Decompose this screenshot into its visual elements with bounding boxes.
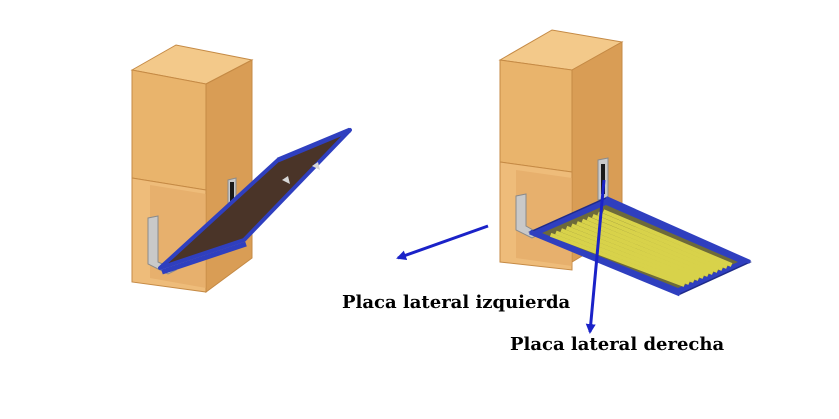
left-cabinet-front-upper	[131, 69, 207, 191]
left-figure-bracket-left	[147, 215, 178, 275]
bed-slat	[597, 211, 728, 269]
bed-slat	[581, 218, 714, 275]
label-right-side-plate: Placa lateral derecha	[510, 334, 725, 355]
bed-slat	[570, 223, 705, 279]
right-bed-frame	[528, 196, 752, 297]
right-cabinet-front-upper	[499, 59, 573, 173]
bed-slat	[586, 216, 719, 273]
bed-slat	[565, 225, 700, 281]
bed-slat	[549, 232, 686, 287]
bed-slat	[592, 214, 723, 271]
bed-slat	[560, 228, 695, 283]
label-left-side-plate: Placa lateral izquierda	[342, 292, 571, 313]
bed-slat	[602, 209, 733, 267]
bed-slat	[555, 230, 690, 285]
arrow-left-side-plate	[396, 224, 489, 261]
left-bed-board	[158, 127, 352, 275]
arrow-right-side-plate	[585, 179, 606, 334]
